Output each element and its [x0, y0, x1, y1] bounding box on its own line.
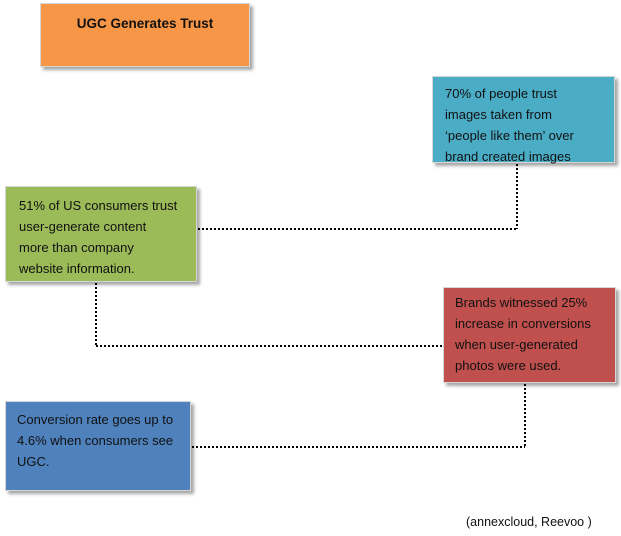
box-line: photos were used.: [455, 358, 562, 373]
box-line: when user-generated: [455, 337, 578, 352]
box-line: brand created images: [445, 149, 571, 164]
box-line: user-generate content: [19, 219, 147, 234]
title-box: UGC Generates Trust: [40, 3, 250, 67]
box-line: Conversion rate goes up to: [17, 412, 174, 427]
box-line: 51% of US consumers trust: [19, 198, 178, 213]
box-line: 4.6% when consumers see: [17, 433, 174, 448]
images-trust-box: 70% of people trust images taken from ‘p…: [432, 76, 615, 164]
box-line: increase in conversions: [455, 316, 591, 331]
box-line: ‘people like them’ over: [445, 128, 574, 143]
box-line: website information.: [19, 261, 135, 276]
conversion-rate-box: Conversion rate goes up to 4.6% when con…: [5, 401, 191, 491]
box-line: 70% of people trust: [445, 86, 558, 101]
source-citation: (annexcloud, Reevoo ): [466, 515, 592, 529]
title-text: UGC Generates Trust: [76, 16, 214, 31]
brands-conversions-box: Brands witnessed 25% increase in convers…: [443, 287, 616, 383]
box-line: Brands witnessed 25%: [455, 295, 588, 310]
box-line: images taken from: [445, 107, 552, 122]
box-line: UGC.: [17, 454, 50, 469]
consumers-trust-box: 51% of US consumers trust user-generate …: [5, 186, 197, 282]
box-line: more than company: [19, 240, 134, 255]
